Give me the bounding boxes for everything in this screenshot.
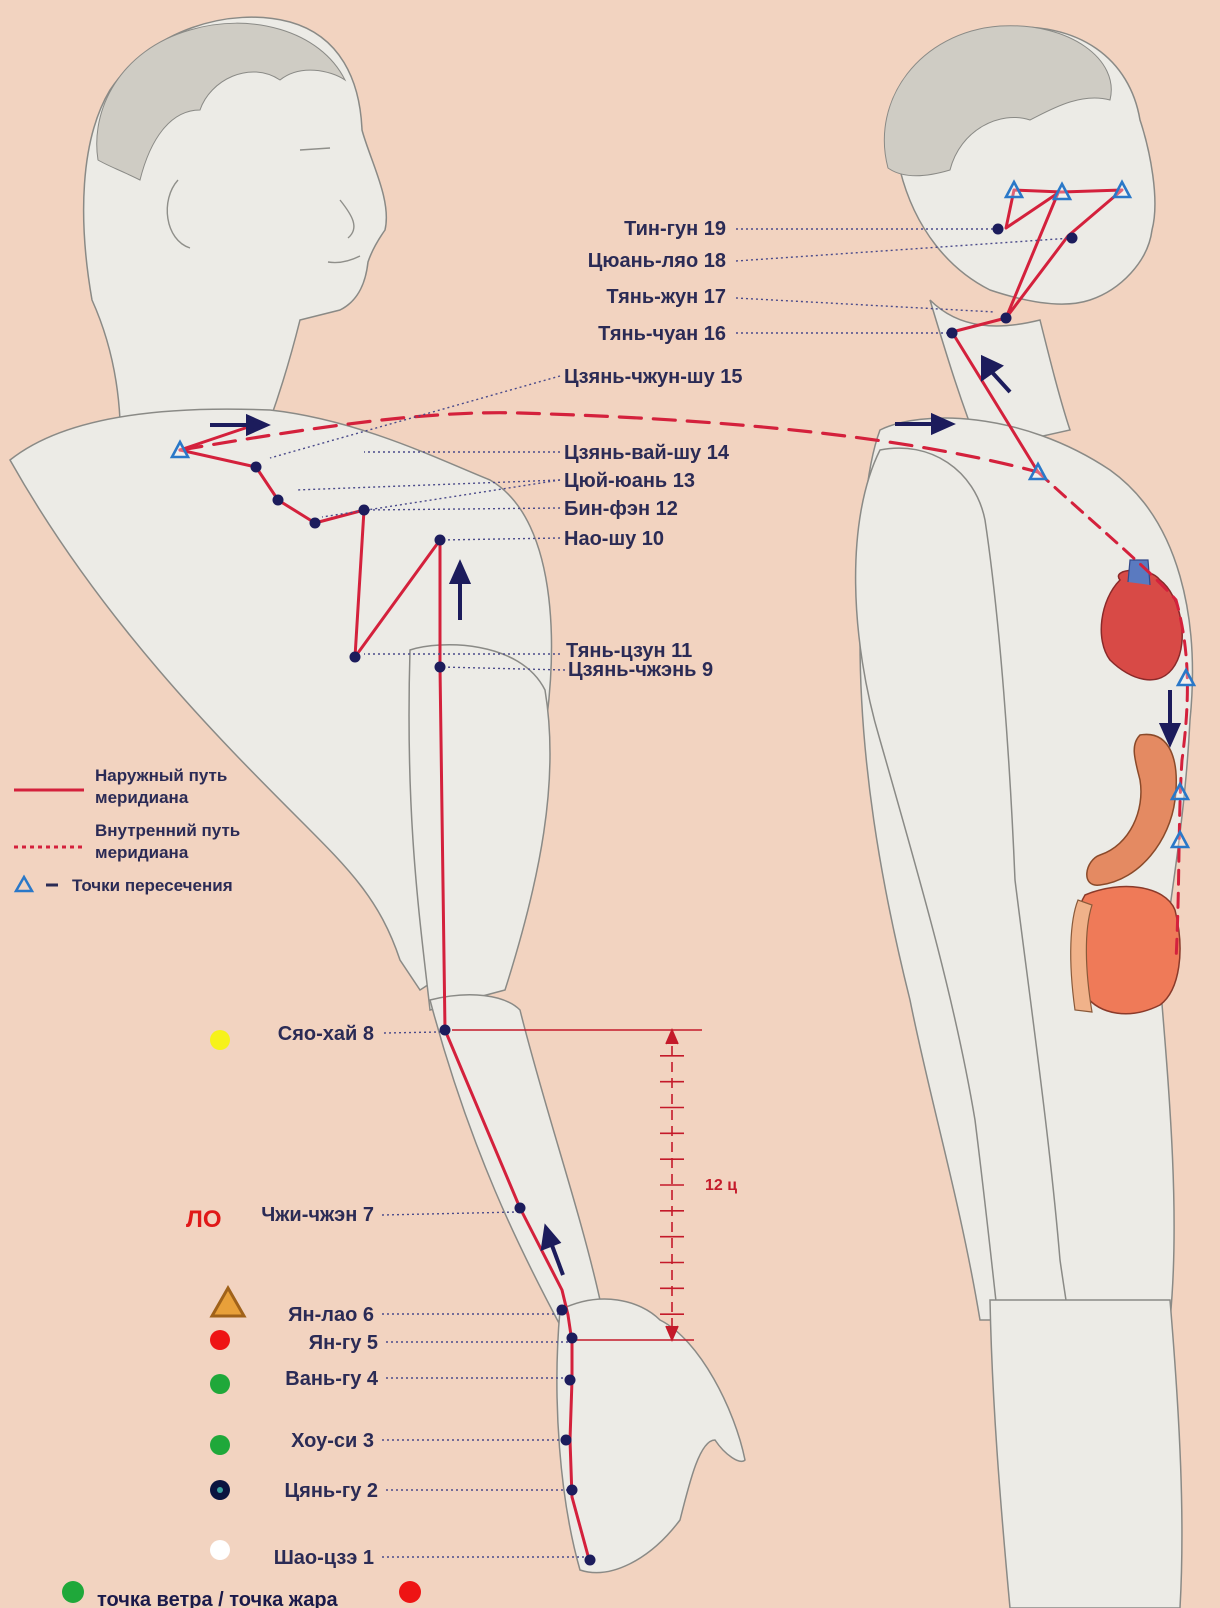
label-point-3: Хоу-си 3 (291, 1430, 374, 1452)
acupoint-6 (557, 1305, 568, 1316)
legend-intersection-label: Точки пересечения (72, 876, 233, 895)
label-point-15: Цзянь-чжун-шу 15 (564, 366, 743, 388)
acupoint-17 (1001, 313, 1012, 324)
marker-red-dot (210, 1330, 230, 1350)
footer-red-dot (399, 1581, 421, 1603)
acupoint-7 (515, 1203, 526, 1214)
acupoint-13 (310, 518, 321, 529)
acupoint-9 (435, 662, 446, 673)
label-point-9: Цзянь-чжэнь 9 (568, 659, 713, 681)
heart-vessel (1128, 560, 1150, 585)
legend-outer-label-2: меридиана (95, 788, 189, 807)
acupoint-18 (1067, 233, 1078, 244)
label-point-13: Цюй-юань 13 (564, 470, 695, 492)
label-point-10: Нао-шу 10 (564, 528, 664, 550)
acupoint-8 (440, 1025, 451, 1036)
label-point-19: Тин-гун 19 (624, 218, 726, 240)
label-point-18: Цюань-ляо 18 (588, 250, 726, 272)
label-point-6: Ян-лао 6 (288, 1304, 374, 1326)
acupoint-5 (567, 1333, 578, 1344)
label-point-4: Вань-гу 4 (285, 1368, 379, 1390)
marker-green-dot-1 (210, 1374, 230, 1394)
label-point-8: Сяо-хай 8 (278, 1023, 374, 1045)
acupoint-11 (350, 652, 361, 663)
footer-text: точка ветра / точка жара (97, 1589, 339, 1608)
legend-inner-label-1: Внутренний путь (95, 821, 240, 840)
marker-navy-dot-center (217, 1487, 223, 1493)
label-point-17: Тянь-жун 17 (606, 286, 726, 308)
label-point-12: Бин-фэн 12 (564, 498, 678, 520)
acupoint-10 (435, 535, 446, 546)
acupoint-1 (585, 1555, 596, 1566)
legend-outer-label-1: Наружный путь (95, 766, 227, 785)
acupoint-2 (567, 1485, 578, 1496)
label-point-2: Цянь-гу 2 (285, 1480, 378, 1502)
label-point-1: Шао-цзэ 1 (274, 1547, 374, 1569)
acupoint-12 (359, 505, 370, 516)
label-point-14: Цзянь-вай-шу 14 (564, 442, 730, 464)
marker-green-dot-2 (210, 1435, 230, 1455)
label-point-16: Тянь-чуан 16 (598, 323, 726, 345)
label-point-7: Чжи-чжэн 7 (261, 1204, 374, 1226)
acupoint-19 (993, 224, 1004, 235)
right-leg (990, 1300, 1182, 1608)
acupoint-3 (561, 1435, 572, 1446)
marker-white-dot (210, 1540, 230, 1560)
ruler-label: 12 ц (705, 1177, 737, 1194)
lo-marker: ЛО (186, 1206, 222, 1233)
acupoint-16 (947, 328, 958, 339)
footer-green-dot (62, 1581, 84, 1603)
acupoint-15 (251, 462, 262, 473)
acupoint-4 (565, 1375, 576, 1386)
label-point-5: Ян-гу 5 (309, 1332, 378, 1354)
acupoint-14 (273, 495, 284, 506)
legend-inner-label-2: меридиана (95, 843, 189, 862)
marker-yellow-dot (210, 1030, 230, 1050)
